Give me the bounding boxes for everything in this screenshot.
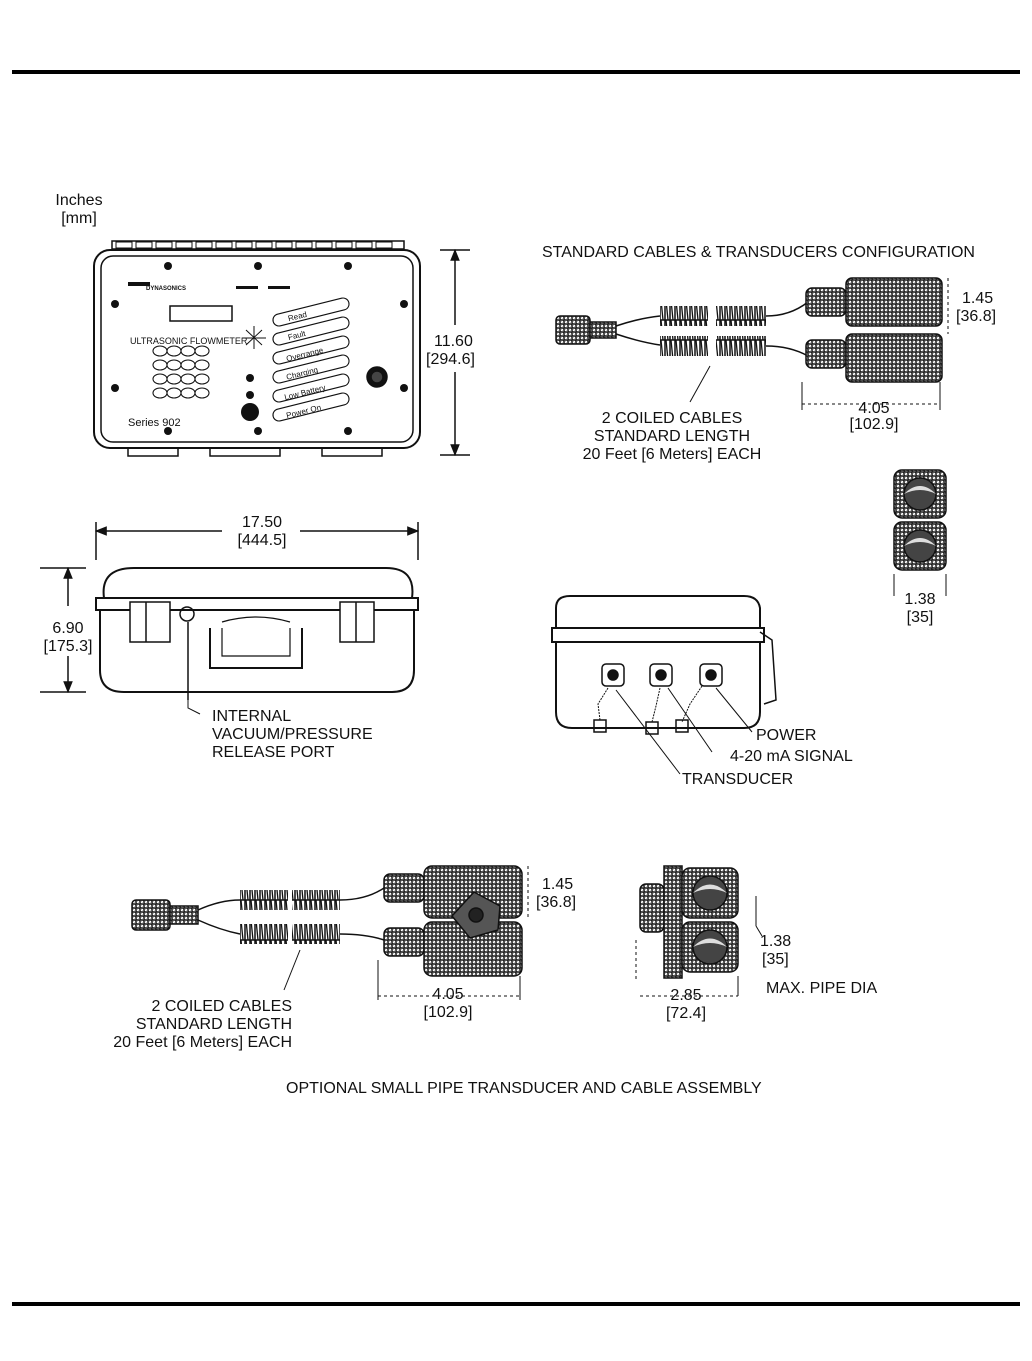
bottom-rule: [12, 1302, 1020, 1306]
standard-cables-line-3: 20 Feet [6 Meters] EACH: [582, 446, 762, 463]
connector-power: POWER: [756, 727, 817, 744]
case-connector-panel: [551, 595, 777, 775]
standard-transducer-l-in: 4.05: [858, 400, 890, 417]
standard-transducer-l-mm: [102.9]: [849, 416, 899, 433]
standard-transducer-h-mm: [36.8]: [956, 308, 997, 325]
optional-transducer-h-in: 1.45: [542, 876, 574, 893]
standard-transducer-assembly: [555, 277, 949, 410]
standard-cables-line-1: 2 COILED CABLES: [601, 410, 743, 427]
standard-cables-line-2: STANDARD LENGTH: [593, 428, 751, 445]
units-secondary: [mm]: [61, 210, 97, 227]
connector-signal: 4-20 mA SIGNAL: [730, 748, 853, 765]
optional-cables-line-2: STANDARD LENGTH: [135, 1016, 292, 1033]
standard-face-in: 1.38: [904, 591, 936, 608]
optional-transducer-l-in: 4.05: [432, 986, 464, 1003]
optional-max-pipe: MAX. PIPE DIA: [766, 980, 878, 997]
standard-title: STANDARD CABLES & TRANSDUCERS CONFIGURAT…: [542, 244, 975, 261]
meter-brand: DYNASONICS: [146, 286, 187, 292]
meter-height-in: 11.60: [434, 333, 473, 350]
units-primary: Inches: [55, 192, 103, 209]
optional-depth-in: 2.85: [670, 987, 702, 1004]
standard-face-mm: [35]: [906, 609, 934, 626]
optional-face-mm: [35]: [762, 951, 789, 968]
carrying-case-view: [40, 522, 420, 715]
optional-face-in: 1.38: [760, 933, 792, 950]
optional-transducer-assembly: [131, 865, 763, 1000]
connector-transducer: TRANSDUCER: [682, 771, 794, 788]
optional-cables-line-3: 20 Feet [6 Meters] EACH: [113, 1034, 292, 1051]
standard-transducer-h-in: 1.45: [962, 290, 994, 307]
case-width-in: 17.50: [241, 514, 283, 531]
optional-depth-mm: [72.4]: [665, 1005, 707, 1022]
meter-height-mm: [294.6]: [426, 351, 475, 368]
case-height-in: 6.90: [52, 620, 84, 637]
optional-title: OPTIONAL SMALL PIPE TRANSDUCER AND CABLE…: [286, 1080, 762, 1097]
transducer-face-views: [893, 469, 947, 596]
optional-transducer-h-mm: [36.8]: [536, 894, 577, 911]
meter-title: ULTRASONIC FLOWMETER: [130, 336, 248, 346]
meter-series: Series 902: [128, 417, 181, 429]
case-height-mm: [175.3]: [43, 638, 93, 655]
top-rule: [12, 70, 1020, 74]
optional-cables-line-1: 2 COILED CABLES: [151, 998, 293, 1015]
port-callout-line-2: VACUUM/PRESSURE: [212, 726, 373, 743]
case-width-mm: [444.5]: [237, 532, 287, 549]
port-callout-line-1: INTERNAL: [212, 708, 292, 725]
flowmeter-front-view: [93, 240, 470, 457]
port-callout-line-3: RELEASE PORT: [212, 744, 335, 761]
optional-transducer-l-mm: [102.9]: [423, 1004, 473, 1021]
